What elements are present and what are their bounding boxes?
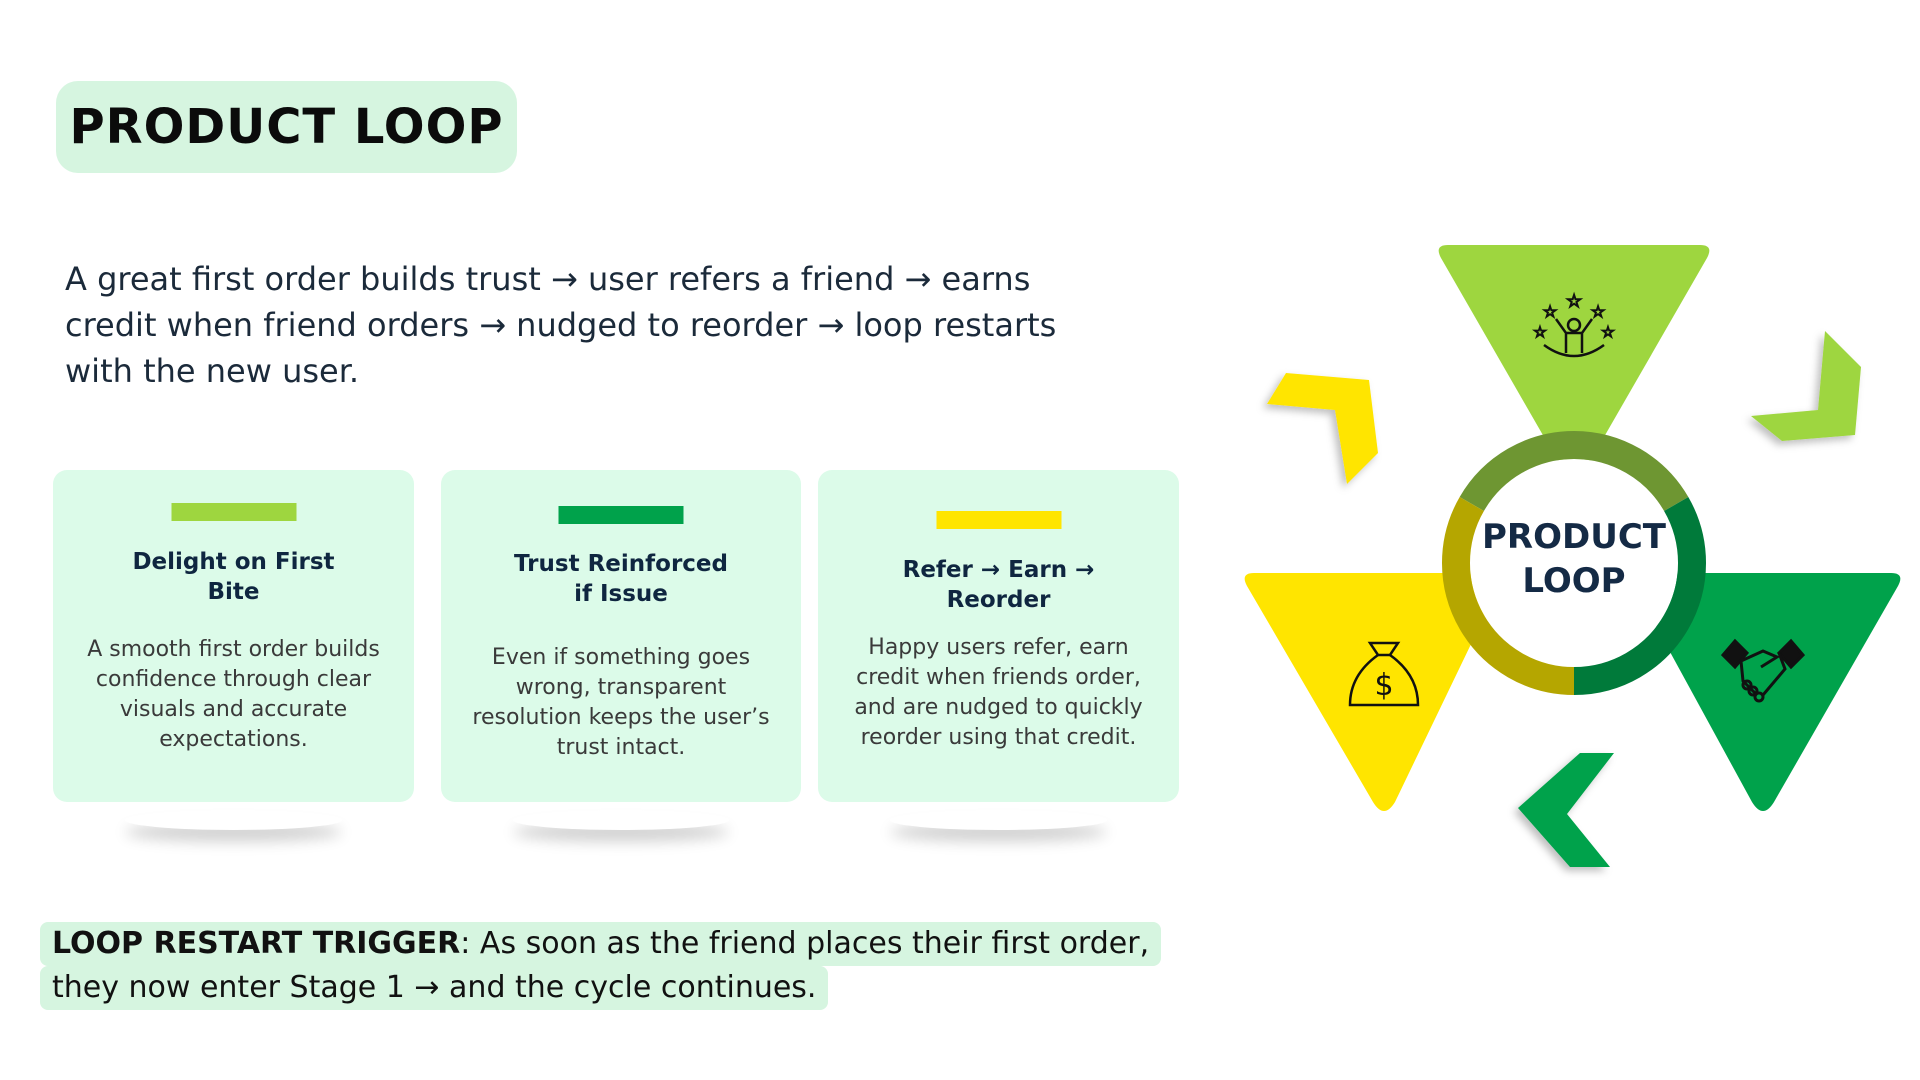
top-triangle xyxy=(1438,245,1710,479)
card-heading: Refer → Earn →Reorder xyxy=(902,557,1095,613)
page-title-pill: PRODUCT LOOP xyxy=(56,81,517,173)
page-title: PRODUCT LOOP xyxy=(69,99,504,155)
intro-text: A great first order builds trust → user … xyxy=(65,260,1057,390)
card-body: A smooth first order builds confidence t… xyxy=(87,637,380,752)
money-bag-icon: $ xyxy=(1348,641,1420,707)
left-triangle xyxy=(1244,573,1502,811)
loop-restart-trigger: LOOP RESTART TRIGGER: As soon as the fri… xyxy=(40,922,1162,1010)
yellow-chevron xyxy=(1267,373,1378,484)
ring-segment-right xyxy=(1573,497,1706,695)
accent-bar xyxy=(171,503,296,521)
celebrating-person-stars-icon: ☆ ☆ ☆ ☆ ☆ xyxy=(1533,290,1615,358)
light-green-chevron xyxy=(1751,331,1861,441)
ring-segment-top xyxy=(1459,430,1689,512)
accent-bar xyxy=(558,506,684,524)
accent-bar xyxy=(936,511,1061,529)
green-chevron xyxy=(1518,753,1614,867)
card-body: Even if something goes wrong, transparen… xyxy=(472,645,770,760)
svg-text:☆: ☆ xyxy=(1601,323,1614,341)
handshake-icon xyxy=(1720,638,1806,703)
ring-segment-left xyxy=(1442,497,1575,695)
svg-text:☆: ☆ xyxy=(1543,302,1557,321)
stage-card-3: Refer → Earn →Reorder Happy users refer,… xyxy=(818,470,1179,802)
svg-text:☆: ☆ xyxy=(1533,323,1546,341)
svg-text:$: $ xyxy=(1374,668,1393,703)
svg-text:☆: ☆ xyxy=(1566,291,1582,312)
card-body: Happy users refer, earn credit when frie… xyxy=(854,635,1143,750)
svg-text:☆: ☆ xyxy=(1591,302,1605,321)
